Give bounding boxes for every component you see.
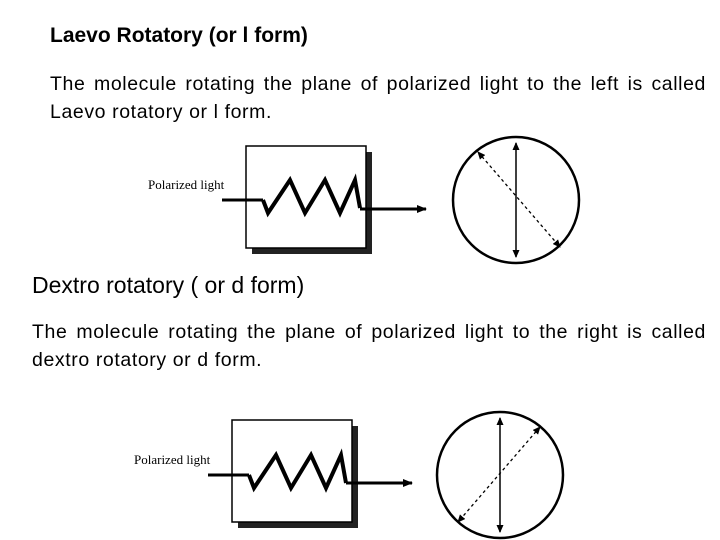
laevo-rotated-plane-arrow: [477, 151, 561, 248]
dextro-title: Dextro rotatory ( or d form): [32, 272, 305, 298]
dextro-light-label: Polarized light: [134, 452, 211, 467]
laevo-description: The molecule rotating the plane of polar…: [50, 73, 706, 123]
dextro-diagram: Polarized light: [134, 410, 565, 540]
dextro-wave: [247, 448, 348, 493]
dextro-description: The molecule rotating the plane of polar…: [32, 321, 706, 371]
laevo-polarization-circle: [451, 135, 581, 265]
laevo-title: Laevo Rotatory (or l form): [50, 24, 308, 47]
laevo-wave: [261, 173, 362, 218]
dextro-rotated-plane-arrow: [457, 426, 541, 523]
laevo-light-label: Polarized light: [148, 177, 225, 192]
dextro-polarization-circle: [435, 410, 565, 540]
laevo-diagram: Polarized light: [148, 135, 581, 265]
